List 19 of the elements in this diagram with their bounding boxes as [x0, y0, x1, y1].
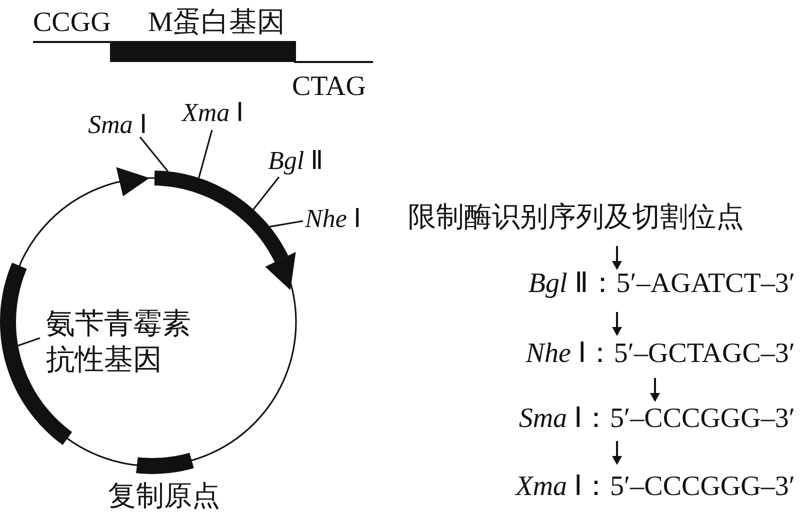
site-sequence: Xma Ⅰ：5′–CCCGGG–3′ [516, 473, 795, 501]
leader-line [198, 130, 213, 178]
sequence-text: CTAG [292, 73, 366, 101]
site-sequence: Nhe Ⅰ：5′–GCTAGC–3′ [526, 340, 795, 368]
leader-line [139, 136, 168, 172]
gene-label: 氨苄青霉素抗性基因 [46, 305, 196, 378]
site-label: Nhe Ⅰ [305, 206, 362, 232]
leader-line [270, 220, 304, 228]
heading: 限制酶识别序列及切割位点 [408, 203, 744, 231]
site-label: Sma Ⅰ [88, 112, 148, 138]
site-sequence: Bgl Ⅱ：5′–AGATCT–3′ [528, 270, 795, 298]
site-sequence: Sma Ⅰ：5′–CCCGGG–3′ [518, 405, 795, 433]
site-label: Xma Ⅰ [182, 100, 244, 126]
gene-name: M蛋白基因 [148, 9, 285, 37]
site-label: Bgl Ⅱ [268, 148, 324, 174]
leader-line [18, 337, 40, 346]
leader-line [252, 176, 280, 210]
origin-label: 复制原点 [108, 482, 220, 510]
sequence-text: CCGG [33, 9, 111, 37]
